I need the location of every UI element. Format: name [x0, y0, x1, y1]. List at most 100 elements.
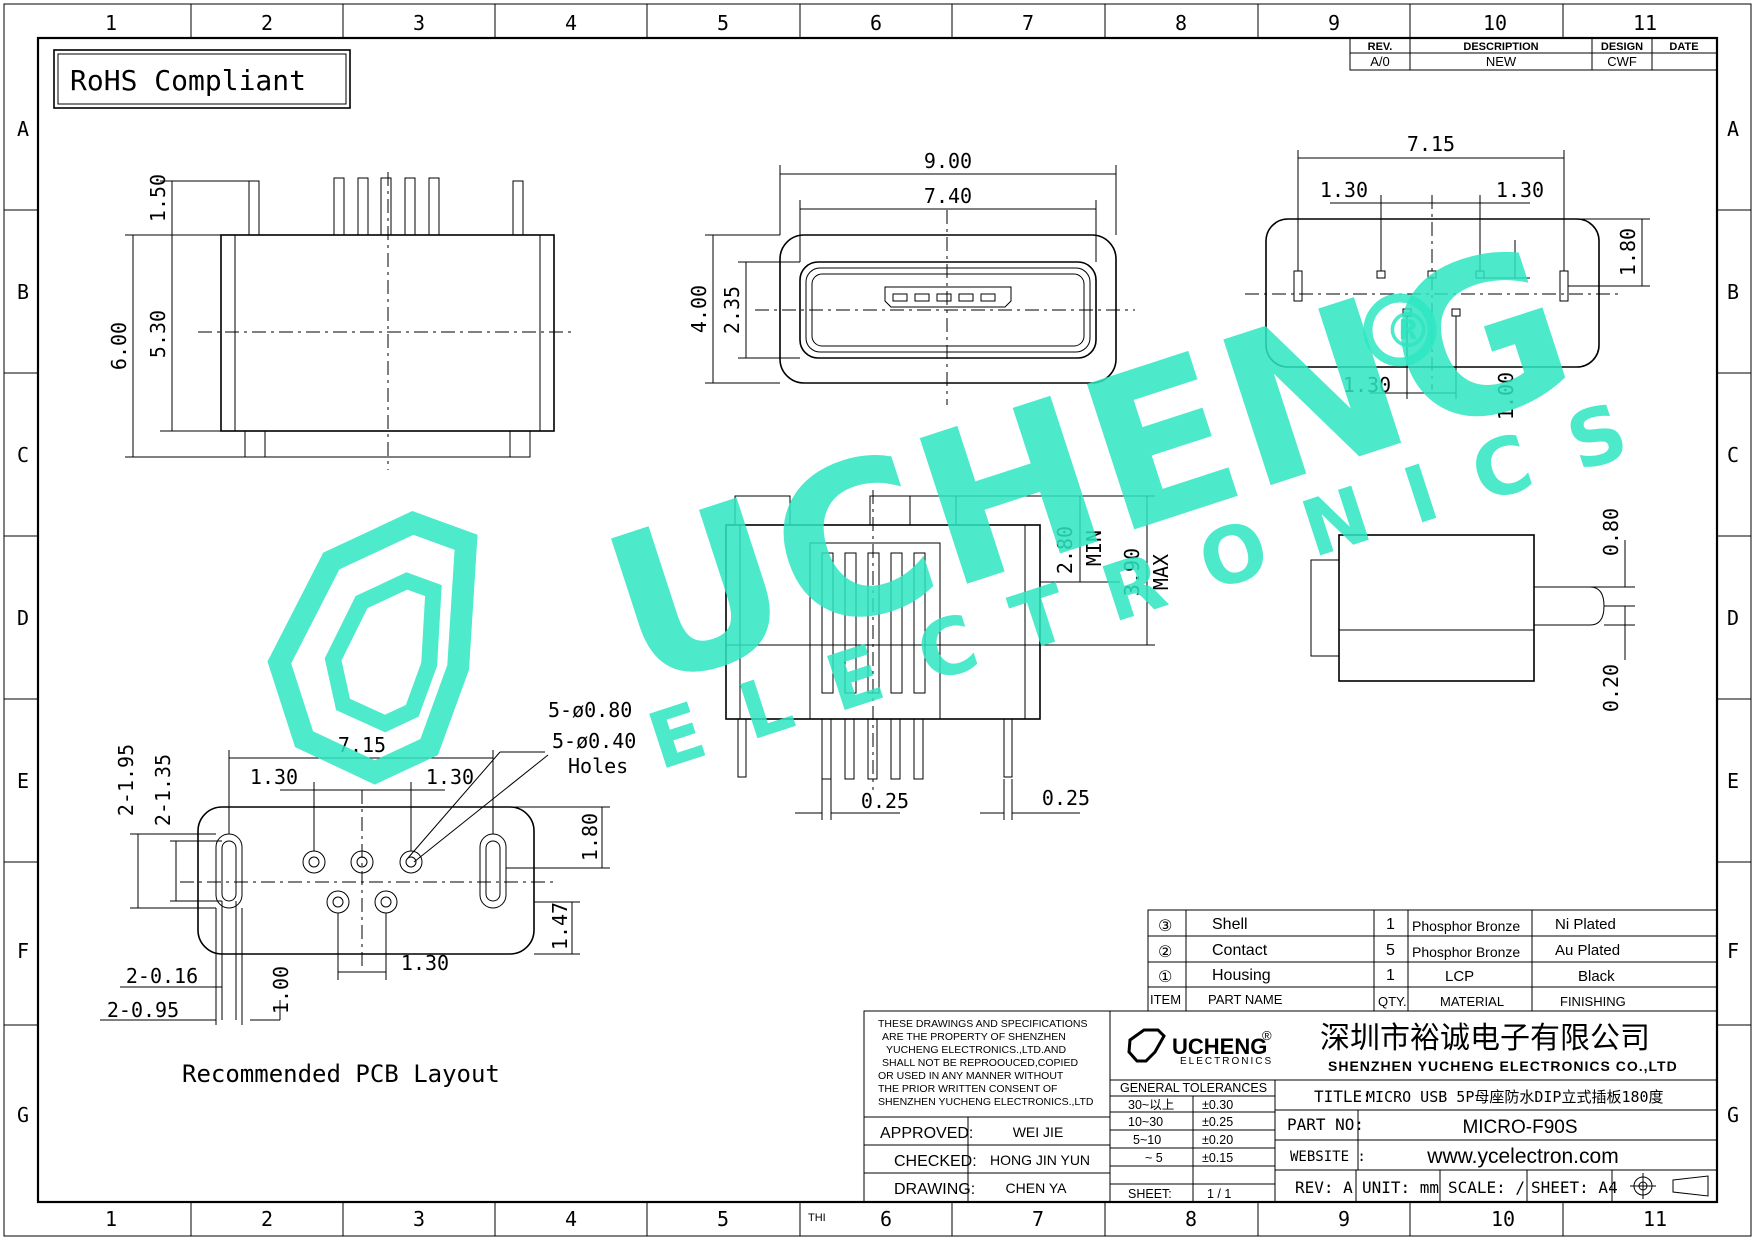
notice-line: THESE DRAWINGS AND SPECIFICATIONS	[878, 1018, 1087, 1030]
approved-name: WEI JIE	[1013, 1124, 1064, 1140]
row-label-left: F	[17, 939, 29, 963]
approved-label: APPROVED:	[880, 1125, 973, 1142]
col-label-bottom: 2	[261, 1207, 273, 1231]
notice-line: OR USED IN ANY MANNER WITHOUT	[878, 1070, 1064, 1082]
company-en: SHENZHEN YUCHENG ELECTRONICS CO.,LTD	[1328, 1058, 1678, 1074]
design-value: CWF	[1607, 54, 1637, 69]
dim-mid-max-label: MAX	[1149, 554, 1173, 590]
size-cell: SHEET: A4	[1531, 1178, 1618, 1197]
bom-material: LCP	[1445, 968, 1474, 985]
web-value: www.ycelectron.com	[1426, 1145, 1618, 1168]
dim-rs-top: 0.80	[1599, 508, 1623, 556]
col-label-top: 11	[1633, 11, 1657, 35]
scale-cell: SCALE: /	[1448, 1178, 1525, 1197]
dim-pcb-h2: 1.47	[548, 902, 572, 950]
bom-finish: Au Plated	[1555, 942, 1620, 959]
dim-mid-max: 3.90	[1120, 548, 1144, 596]
rev-value: A/0	[1370, 54, 1390, 69]
col-label-bottom: 10	[1491, 1207, 1515, 1231]
dim-top-h: 1.80	[1616, 228, 1640, 276]
row-label-right: A	[1727, 117, 1739, 141]
tol-value: ±0.25	[1202, 1115, 1233, 1129]
dim-pcb-hole2: 5-ø0.40	[552, 729, 636, 753]
pcb-caption: Recommended PCB Layout	[182, 1060, 500, 1088]
dim-side-full: 6.00	[107, 322, 131, 370]
front-view: 9.00 7.40 4.00 2.35	[687, 149, 1135, 405]
company-cn: 深圳市裕诚电子有限公司	[1320, 1021, 1650, 1056]
bom-material: Phosphor Bronze	[1412, 918, 1520, 934]
bom-qty: 1	[1386, 916, 1395, 933]
tol-range: 5~10	[1133, 1133, 1161, 1147]
date-header: DATE	[1669, 41, 1698, 53]
tol-range: ~ 5	[1145, 1151, 1163, 1165]
tol-value: ±0.20	[1202, 1133, 1233, 1147]
col-label-top: 7	[1022, 11, 1034, 35]
projection-symbol-icon	[1630, 1173, 1709, 1199]
row-label-right: D	[1727, 606, 1739, 630]
notice-line: SHALL NOT BE REPROOUCED,COPIED	[882, 1057, 1078, 1069]
bom-no: ②	[1158, 944, 1172, 961]
bom-header-item: ITEM	[1150, 992, 1181, 1007]
rev-header: REV.	[1368, 41, 1393, 53]
col-label-top: 9	[1328, 11, 1340, 35]
dim-pcb-v: 1.00	[269, 966, 293, 1014]
col-label-top: 6	[870, 11, 882, 35]
right-side-view: 0.80 0.20	[1310, 508, 1635, 712]
col-label-bottom: 4	[565, 1207, 577, 1231]
checked-name: HONG JIN YUN	[990, 1152, 1090, 1168]
notice-line: YUCHENG ELECTRONICS.,LTD.AND	[886, 1044, 1066, 1056]
col-label-bottom: 11	[1643, 1207, 1667, 1231]
tol-range: 10~30	[1128, 1115, 1163, 1129]
dim-pcb-bottom: 1.30	[401, 951, 449, 975]
sheet-value: 1 / 1	[1207, 1187, 1231, 1201]
bom-material: Phosphor Bronze	[1412, 944, 1520, 960]
dim-side-top: 1.50	[146, 174, 170, 222]
tol-range: 30~以上	[1128, 1098, 1174, 1112]
bom-header-qty: QTY.	[1378, 994, 1407, 1009]
dim-pcb-holes-word: Holes	[568, 754, 628, 778]
description-header: DESCRIPTION	[1463, 41, 1538, 53]
tol-header: GENERAL TOLERANCES	[1120, 1081, 1267, 1095]
tol-value: ±0.30	[1202, 1098, 1233, 1112]
dim-top-offset: 1.00	[1494, 372, 1518, 420]
bom-no: ③	[1158, 918, 1172, 935]
col-label-top: 3	[413, 11, 425, 35]
dim-pin-w-left: 0.25	[861, 789, 909, 813]
dim-pcb-hole1: 5-ø0.80	[548, 698, 632, 722]
checked-label: CHECKED:	[894, 1153, 977, 1170]
col-label-top: 4	[565, 11, 577, 35]
row-label-left: A	[17, 117, 29, 141]
middle-view: 2.80 MIN 3.90 MAX 0.25 0.25	[725, 490, 1173, 820]
title-block: THESE DRAWINGS AND SPECIFICATIONS ARE TH…	[863, 1010, 1718, 1203]
drawing-name: CHEN YA	[1006, 1180, 1068, 1196]
dim-side-body: 5.30	[146, 310, 170, 358]
bom-header-material: MATERIAL	[1440, 994, 1504, 1009]
dim-pcb-h: 1.80	[578, 813, 602, 861]
row-label-left: B	[17, 280, 29, 304]
title-label: TITLE:	[1314, 1087, 1372, 1106]
dim-top-bottom: 1.30	[1343, 373, 1391, 397]
dim-pcb-slot-h2: 2-1.35	[151, 754, 175, 826]
tol-value: ±0.15	[1202, 1151, 1233, 1165]
web-label: WEBSITE :	[1290, 1149, 1366, 1165]
logo-text: UCHENG	[1172, 1034, 1267, 1059]
rohs-badge: RoHS Compliant	[53, 49, 351, 109]
col-label-top: 2	[261, 11, 273, 35]
bom-finish: Ni Plated	[1555, 916, 1616, 933]
dim-top-right: 1.30	[1496, 178, 1544, 202]
dim-mid-min: 2.80	[1053, 526, 1077, 574]
row-label-right: E	[1727, 769, 1739, 793]
bom-qty: 5	[1386, 942, 1395, 959]
title-value: MICRO USB 5P母座防水DIP立式插板180度	[1366, 1088, 1664, 1106]
col-label-bottom: 9	[1338, 1207, 1350, 1231]
bom-table: ③ Shell 1 Phosphor Bronze Ni Plated ② Co…	[1147, 909, 1718, 1012]
thi-mark: THI	[808, 1212, 826, 1224]
rev-cell: REV: A	[1295, 1178, 1353, 1197]
bom-no: ①	[1158, 969, 1172, 986]
side-view: 1.50 6.00 5.30	[107, 172, 576, 470]
col-label-bottom: 7	[1032, 1207, 1044, 1231]
dim-top-w: 7.15	[1407, 132, 1455, 156]
unit-cell: UNIT: mm	[1362, 1178, 1439, 1197]
bom-finish: Black	[1578, 968, 1615, 985]
col-label-bottom: 8	[1185, 1207, 1197, 1231]
